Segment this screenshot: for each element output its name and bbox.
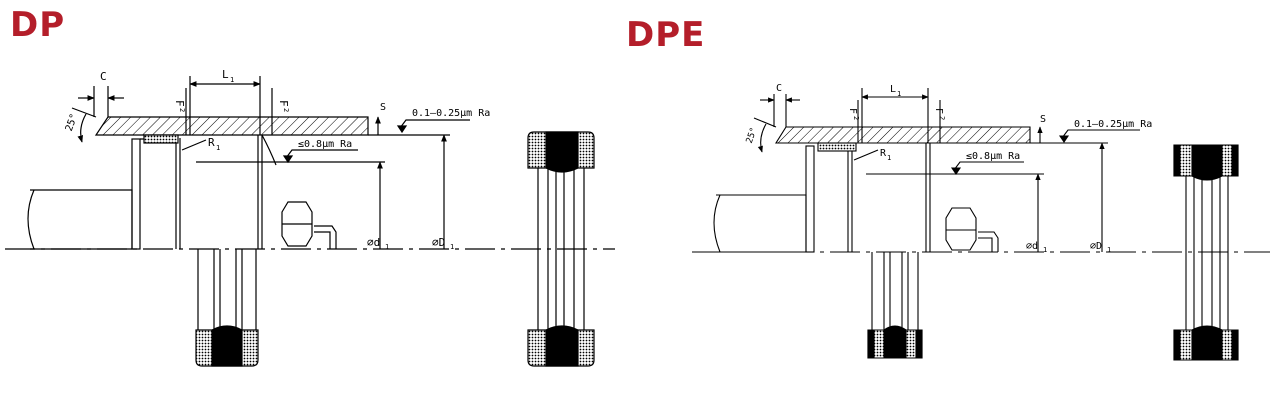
dp-label-l1: L [222,68,229,81]
dpe-wiper [978,231,999,252]
dpe-piston-body [847,145,853,252]
dpe-piston-flange [805,145,815,253]
dpe-angle-arc [757,123,767,153]
dp-ra-outer-leader [399,119,470,129]
dp-label-D1: ⌀D [432,236,445,249]
dpe-label-f2-right: F [933,108,944,114]
dp-ra-inner-leader [285,149,358,159]
dp-label-r1: R [208,136,215,149]
dp-seal-groove [143,134,179,144]
dp-label-f2-right-sub: 2 [282,108,290,112]
dp-seal-section-lower [195,249,259,367]
dpe-label-D1-sub: 1 [1107,246,1111,254]
dp-label-ra-outer: 0.1–0.25µm Ra [412,108,490,119]
dpe-ra-outer-leader [1061,129,1140,139]
dpe-label-d1-sub: 1 [1043,246,1047,254]
dp-piston-body [175,138,181,249]
dp-nut [281,201,313,247]
dpe-label-r1-sub: 1 [887,154,891,162]
dp-label-s: S [380,102,386,113]
dpe-label-angle: 25° [745,126,760,145]
dp-label-f2-left: F [173,100,186,107]
dpe-ra-inner-leader [953,161,1024,171]
dp-cylinder-wall [94,116,369,136]
dp-label-r1-sub: 1 [216,144,220,152]
dpe-label-l1-sub: 1 [897,90,901,98]
dpe-label-f2-left: F [847,108,858,114]
dp-label-angle: 25° [64,112,81,133]
title-dpe: DPE [626,15,706,55]
dp-piston-flange [131,138,141,250]
dp-label-c: C [100,70,107,83]
dpe-label-ra-inner: ≤0.8µm Ra [966,151,1020,162]
dp-label-l1-sub: 1 [230,76,234,84]
dpe-nut [945,207,977,251]
dpe-cylinder-wall [775,126,1031,144]
dpe-seal-groove [817,142,857,152]
dpe-label-f2-right-sub: 2 [938,116,946,120]
dpe-rod [716,194,807,253]
dp-rod [30,189,133,250]
title-dp: DP [10,5,66,45]
dp-label-d1: ⌀d [367,236,380,249]
dpe-r1-leader [853,149,879,161]
dp-label-D1-sub: 1 [450,243,454,251]
dpe-label-r1: R [880,148,887,159]
dp-label-ra-inner: ≤0.8µm Ra [298,139,352,150]
dpe-label-l1: L [890,84,896,95]
dpe-label-d1: ⌀d [1026,241,1038,252]
dpe-label-D1: ⌀D [1090,241,1102,252]
dpe-seal-ring-side [1173,144,1239,361]
dp-diagram [5,76,615,367]
dp-r1-leader [181,139,207,151]
dpe-label-s: S [1040,114,1046,125]
dpe-label-c: C [776,83,782,94]
dpe-label-f2-left-sub: 2 [852,116,860,120]
dp-label-f2-right: F [277,100,290,107]
dp-angle-arc [77,113,87,143]
dpe-diagram [692,88,1270,361]
dp-label-d1-sub: 1 [385,243,389,251]
dp-seal-ring-side [527,131,595,367]
dpe-seal-section-lower [867,252,923,359]
dp-label-f2-left-sub: 2 [178,108,186,112]
dpe-label-ra-outer: 0.1–0.25µm Ra [1074,119,1152,130]
dp-wiper [314,225,337,249]
